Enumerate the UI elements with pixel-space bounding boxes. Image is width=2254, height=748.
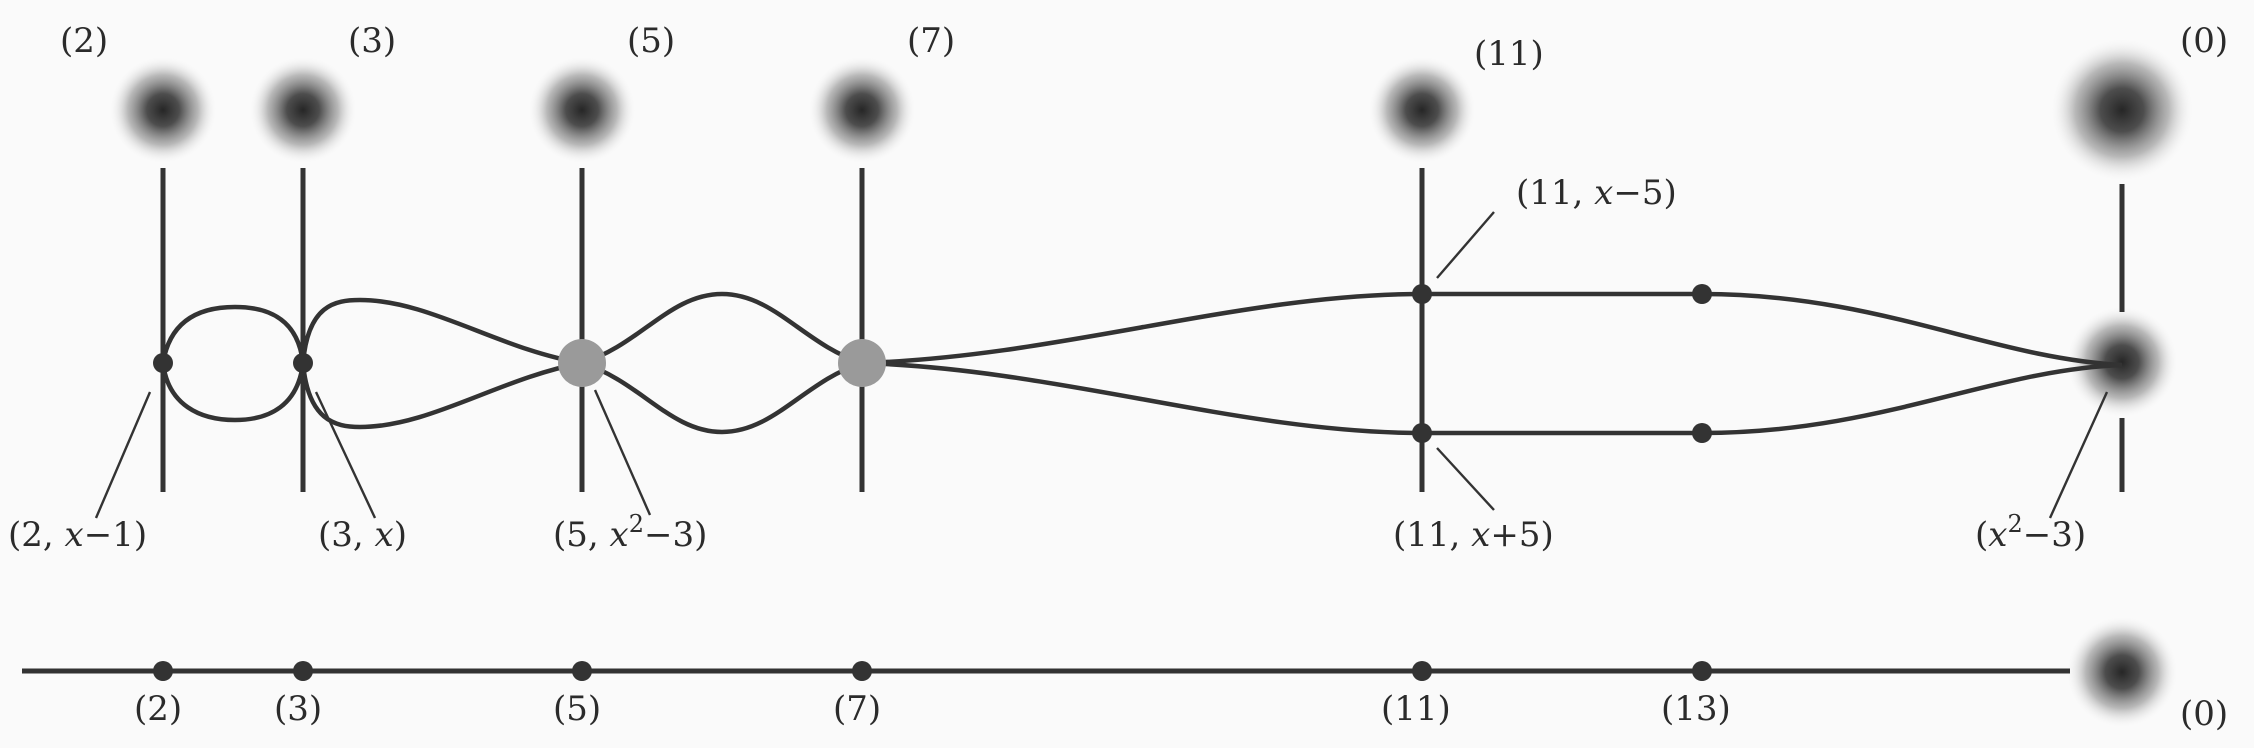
base-point-2 bbox=[153, 661, 173, 681]
curve-7-11-upper bbox=[861, 291, 1423, 366]
leader-3-x bbox=[314, 391, 377, 519]
generic-point-fiber-0 bbox=[2050, 38, 2194, 182]
label-top-3: (3) bbox=[348, 21, 396, 61]
point-2-x-1 bbox=[153, 353, 173, 373]
generic-point-fiber-3 bbox=[249, 56, 357, 164]
generic-point-curve-x2-3 bbox=[2066, 306, 2178, 418]
point-13-upper bbox=[1692, 284, 1712, 304]
leader-2-x-1 bbox=[94, 391, 152, 519]
point-3-x bbox=[293, 353, 313, 373]
label-top-7: (7) bbox=[907, 21, 955, 61]
label-point-x2-3: (x2−3) bbox=[1975, 510, 2086, 555]
base-point-13 bbox=[1692, 661, 1712, 681]
label-top-2: (2) bbox=[60, 21, 108, 61]
point-11-x-5 bbox=[1412, 284, 1432, 304]
label-base-11: (11) bbox=[1381, 689, 1451, 729]
curve-5-7-lower bbox=[581, 360, 863, 435]
point-7 bbox=[838, 339, 886, 387]
base-point-5 bbox=[572, 661, 592, 681]
leader-11-x+5 bbox=[1436, 447, 1495, 511]
leader-11-x-5 bbox=[1436, 211, 1495, 279]
leader-5-x2-3 bbox=[593, 389, 652, 516]
curve-3-5-upper bbox=[300, 297, 583, 366]
label-top-5: (5) bbox=[627, 21, 675, 61]
label-point-11-x+5: (11, x+5) bbox=[1393, 515, 1554, 555]
base-point-3 bbox=[293, 661, 313, 681]
label-base-3: (3) bbox=[274, 689, 322, 729]
label-point-11-x-5: (11, x−5) bbox=[1516, 173, 1677, 213]
label-point-3-x: (3, x) bbox=[318, 515, 407, 555]
label-base-2: (2) bbox=[134, 689, 182, 729]
label-base-7: (7) bbox=[833, 689, 881, 729]
base-point-11 bbox=[1412, 661, 1432, 681]
label-base-13: (13) bbox=[1661, 689, 1731, 729]
point-5-x2-3 bbox=[558, 339, 606, 387]
point-13-lower bbox=[1692, 423, 1712, 443]
curve-5-7-upper bbox=[581, 291, 863, 366]
curve-loop-2-3-top bbox=[160, 304, 306, 364]
point-11-x+5 bbox=[1412, 423, 1432, 443]
base-point-7 bbox=[852, 661, 872, 681]
leader-x2-3 bbox=[2048, 391, 2109, 519]
generic-point-fiber-5 bbox=[528, 56, 636, 164]
generic-point-spec-z bbox=[2066, 616, 2178, 728]
curve-7-11-lower bbox=[861, 360, 1423, 436]
curve-3-5-lower bbox=[300, 360, 583, 430]
curve-loop-2-3-bottom bbox=[160, 362, 306, 423]
curve-13-generic-upper bbox=[1701, 291, 2123, 368]
generic-point-fiber-7 bbox=[808, 56, 916, 164]
label-point-5-x2-3: (5, x2−3) bbox=[553, 510, 707, 555]
label-base-0: (0) bbox=[2180, 694, 2228, 734]
curve-13-generic-lower bbox=[1701, 362, 2123, 436]
label-top-11: (11) bbox=[1474, 34, 1544, 74]
generic-point-fiber-2 bbox=[109, 56, 217, 164]
label-point-2-x-1: (2, x−1) bbox=[8, 515, 147, 555]
generic-point-fiber-11 bbox=[1368, 56, 1476, 164]
label-base-5: (5) bbox=[553, 689, 601, 729]
label-top-0: (0) bbox=[2180, 21, 2228, 61]
